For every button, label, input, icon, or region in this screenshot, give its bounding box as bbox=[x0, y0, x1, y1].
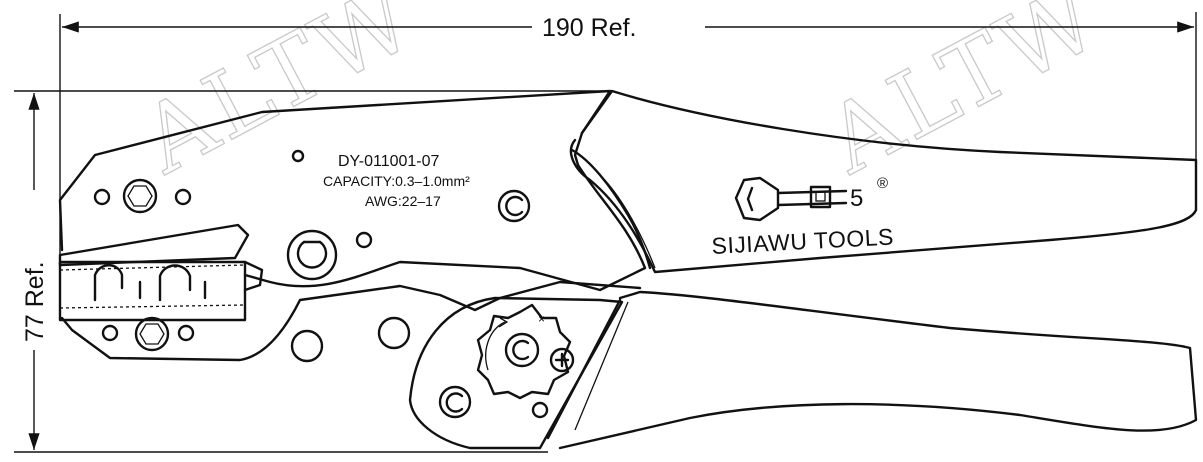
ratchet-plate: × bbox=[408, 296, 624, 450]
capacity-label: CAPACITY:0.3–1.0mm² bbox=[323, 173, 470, 189]
pivot-hole-small bbox=[291, 149, 305, 163]
width-dimension-label: 190 Ref. bbox=[542, 14, 637, 42]
hex-bolt-upper bbox=[122, 178, 158, 214]
height-dimension-label: 77 Ref. bbox=[21, 261, 49, 342]
hex-bolt-lower bbox=[134, 316, 170, 352]
ratchet-gear bbox=[476, 303, 572, 400]
height-dimension: 77 Ref. bbox=[14, 90, 612, 453]
model-number: DY-011001-07 bbox=[338, 153, 440, 170]
pivot-bolt bbox=[286, 229, 338, 281]
lower-handle bbox=[558, 290, 1198, 450]
lower-jaw bbox=[60, 280, 642, 363]
watermark-right: ALTW bbox=[809, 0, 1118, 195]
rivet-upper bbox=[497, 189, 531, 223]
crimping-die bbox=[58, 223, 264, 322]
svg-text:×: × bbox=[538, 312, 545, 326]
sijiawu-logo-icon bbox=[734, 176, 848, 222]
registered-mark: ® bbox=[877, 175, 888, 192]
brand-model-mark: 5 bbox=[850, 185, 863, 212]
upper-jaw bbox=[58, 89, 652, 292]
adjust-screw bbox=[549, 347, 575, 373]
awg-label: AWG:22–17 bbox=[365, 193, 441, 209]
width-dimension: 190 Ref. bbox=[59, 12, 1197, 255]
upper-handle bbox=[569, 89, 1198, 274]
